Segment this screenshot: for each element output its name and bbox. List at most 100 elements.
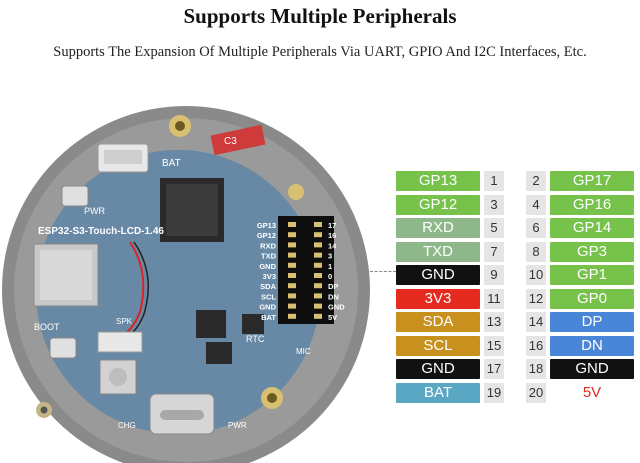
header-pin: [288, 252, 296, 258]
pin-label-left: BAT: [396, 382, 480, 403]
header-pin: [288, 232, 296, 238]
header-pin: [288, 293, 296, 299]
pin-number-left: 1: [484, 171, 504, 191]
header-pin: [314, 242, 322, 248]
pin-label-right: GP17: [550, 171, 634, 191]
header-right-label: 17: [328, 221, 336, 230]
pin-label-right: GP1: [550, 265, 634, 285]
pin-number-left: 7: [484, 241, 504, 262]
model-silk: ESP32-S3-Touch-LCD-1.46: [38, 226, 164, 237]
pin-label-left: SDA: [396, 312, 480, 332]
header-pin: [314, 303, 322, 309]
pin-number-left: 19: [484, 382, 504, 403]
pinout-leader-line: [370, 271, 396, 272]
pin-label-right: GP0: [550, 288, 634, 309]
board-illustration: BAT C3 PWR ESP32-S3-Touch-LCD-1.46 RTC M…: [2, 106, 370, 463]
pin-number-right: 6: [526, 218, 546, 238]
codec-chip: [206, 342, 232, 364]
antenna-connector: [288, 184, 304, 200]
c3-label: C3: [224, 136, 237, 147]
header-left-label: GP12: [257, 231, 276, 240]
header-pin: [288, 242, 296, 248]
header-left-label: 3V3: [263, 272, 276, 281]
header-right-label: DN: [328, 292, 339, 301]
header-right-label: DP: [328, 282, 338, 291]
header-left-label: GP13: [257, 221, 276, 230]
pin-number-left: 3: [484, 194, 504, 215]
pwr-button: [61, 185, 89, 207]
header-left-label: BAT: [261, 313, 276, 322]
spk-silk: SPK: [116, 317, 133, 326]
header-left-label: TXD: [261, 252, 277, 261]
pin-label-right: GND: [550, 359, 634, 379]
pin-number-left: 9: [484, 265, 504, 285]
header-pin: [314, 252, 322, 258]
pin-label-left: GP13: [396, 171, 480, 191]
header-right-label: 16: [328, 231, 336, 240]
speaker-connector: [97, 331, 143, 353]
header-pin: [314, 293, 322, 299]
pin-number-right: 2: [526, 171, 546, 191]
pin-number-left: 15: [484, 335, 504, 356]
header-right-label: GND: [328, 303, 345, 312]
pin-number-right: 16: [526, 335, 546, 356]
header-left-label: RXD: [260, 241, 276, 250]
pmic-chip: [196, 310, 226, 338]
mic-silk: MIC: [296, 347, 311, 356]
pin-label-right: DN: [550, 335, 634, 356]
c3-component: [210, 124, 266, 156]
pin-label-right: GP3: [550, 241, 634, 262]
pin-label-left: GP12: [396, 194, 480, 215]
boot-button: [49, 337, 77, 359]
header-pins: [288, 222, 322, 319]
header-right-label: 3: [328, 252, 332, 261]
header-right-label: 14: [328, 241, 337, 250]
pin-number-right: 4: [526, 194, 546, 215]
pin-number-left: 5: [484, 218, 504, 238]
pin-label-right: DP: [550, 312, 634, 332]
pin-label-left: TXD: [396, 241, 480, 262]
pin-label-left: 3V3: [396, 288, 480, 309]
header-pin: [288, 222, 296, 227]
header-right-label: 5V: [328, 313, 337, 322]
pin-number-left: 17: [484, 359, 504, 379]
pwr-silk: PWR: [84, 206, 105, 216]
rtc-silk: RTC: [246, 334, 265, 344]
header-pin: [288, 262, 296, 268]
header-right-label: 1: [328, 262, 332, 271]
pin-number-right: 10: [526, 265, 546, 285]
bat-silk: BAT: [162, 158, 181, 169]
page-subtitle: Supports The Expansion Of Multiple Perip…: [53, 44, 587, 60]
pwr-led-silk: PWR: [228, 421, 247, 430]
pin-label-left: RXD: [396, 218, 480, 238]
pin-label-left: GND: [396, 265, 480, 285]
header-left-label: SDA: [260, 282, 276, 291]
pin-label-right: GP16: [550, 194, 634, 215]
pin-label-right: 5V: [550, 382, 634, 403]
pin-header: [278, 216, 334, 324]
header-right-label: 0: [328, 272, 332, 281]
pin-number-right: 8: [526, 241, 546, 262]
boot-silk: BOOT: [34, 322, 60, 332]
pin-label-right: GP14: [550, 218, 634, 238]
header-left-label: SCL: [261, 292, 276, 301]
pin-number-right: 20: [526, 382, 546, 403]
header-pin: [314, 222, 322, 227]
pin-number-right: 14: [526, 312, 546, 332]
chg-silk: CHG: [118, 421, 136, 430]
header-pin: [314, 283, 322, 289]
header-left-label: GND: [259, 262, 276, 271]
header-pin: [314, 273, 322, 278]
header-pin: [288, 303, 296, 309]
